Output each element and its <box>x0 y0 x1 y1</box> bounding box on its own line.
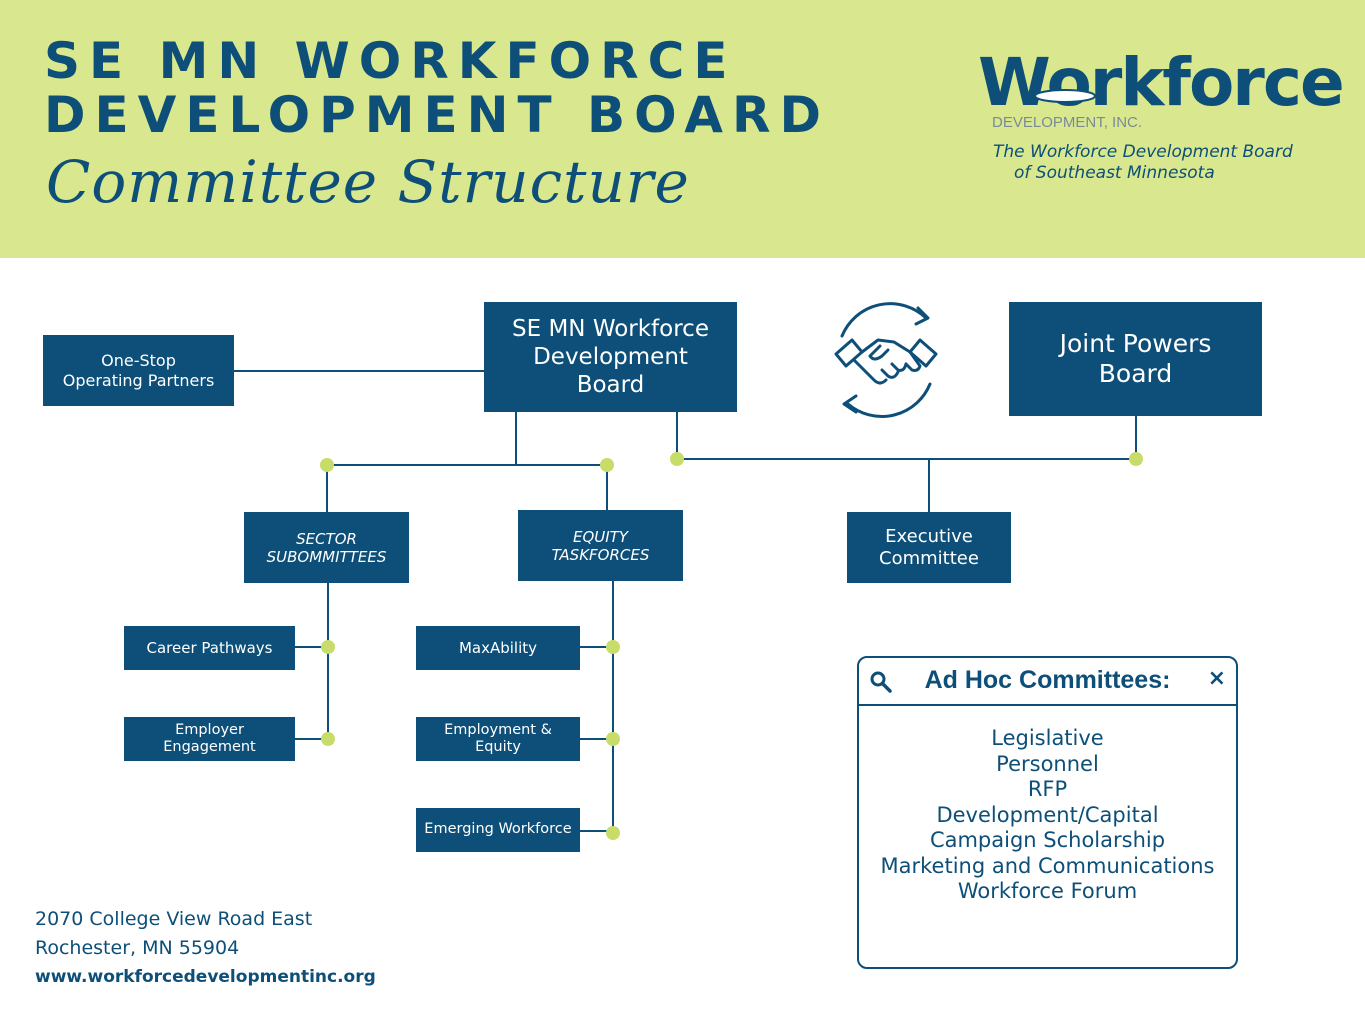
adhoc-item-development-capital: Development/Capital <box>936 802 1159 827</box>
connector-dot <box>320 458 334 472</box>
adhoc-item-personnel: Personnel <box>996 751 1099 776</box>
logo-subtitle: DEVELOPMENT, INC. <box>992 114 1143 131</box>
logo-tagline-2: of Southeast Minnesota <box>1014 163 1215 183</box>
node-employment-equity: Employment & Equity <box>416 717 580 761</box>
node-label-line: Committee <box>879 547 979 569</box>
node-label-line: SE MN Workforce <box>512 315 709 342</box>
adhoc-item-workforce-forum: Workforce Forum <box>957 879 1138 903</box>
node-label-line: SUBOMMITTEES <box>266 547 387 566</box>
adhoc-item-campaign-scholarship: Campaign Scholarship <box>929 828 1166 852</box>
logo-swoosh-icon <box>1034 89 1096 103</box>
search-icon[interactable] <box>869 670 893 694</box>
connector-dot <box>1129 452 1143 466</box>
address-line-2: Rochester, MN 55904 <box>35 937 240 959</box>
node-label-line: Executive <box>885 525 973 547</box>
node-employer-engagement: Employer Engagement <box>124 717 295 761</box>
page-title-line-1: SE MN WORKFORCE <box>44 32 737 90</box>
page-title-line-2: DEVELOPMENT BOARD <box>44 86 830 144</box>
node-label-line: EQUITY <box>572 527 628 546</box>
logo-wordmark: Workforce <box>978 44 1345 121</box>
adhoc-item-rfp: RFP <box>1027 777 1068 801</box>
header-band: SE MN WORKFORCE DEVELOPMENT BOARD Commit… <box>0 0 1365 258</box>
connector-dot <box>606 826 620 840</box>
close-icon[interactable]: × <box>1207 666 1226 691</box>
node-career-pathways: Career Pathways <box>124 626 295 670</box>
node-label-line: TASKFORCES <box>551 545 650 564</box>
connector-dot <box>606 732 620 746</box>
adhoc-committees-panel: Ad Hoc Committees: × Legislative Personn… <box>857 656 1238 969</box>
node-label-line: Joint Powers <box>1059 328 1212 358</box>
page-subtitle: Committee Structure <box>46 148 690 216</box>
handshake-icon <box>834 302 938 418</box>
connector-dot <box>321 640 335 654</box>
node-label-line: Board <box>1098 359 1173 388</box>
node-label-line: Board <box>576 372 645 399</box>
connector-dot <box>600 458 614 472</box>
logo-tagline-1: The Workforce Development Board <box>993 142 1293 162</box>
node-label-line: One-Stop <box>101 351 176 371</box>
connector-dot <box>321 732 335 746</box>
node-label-line: Development <box>533 343 688 370</box>
node-maxability: MaxAbility <box>416 626 580 670</box>
address-line-1: 2070 College View Road East <box>35 908 313 930</box>
website-link[interactable]: www.workforcedevelopmentinc.org <box>35 967 376 987</box>
adhoc-panel-title: Ad Hoc Committees: <box>924 666 1171 694</box>
adhoc-item-legislative: Legislative <box>991 726 1104 750</box>
node-label-line: Operating Partners <box>62 370 215 390</box>
node-label-line: SECTOR <box>296 529 357 548</box>
connector-dot <box>606 640 620 654</box>
adhoc-panel-header: Ad Hoc Committees: × <box>859 658 1236 706</box>
adhoc-committee-list: Legislative Personnel RFP Development/Ca… <box>859 726 1236 905</box>
node-emerging-workforce: Emerging Workforce <box>416 808 580 852</box>
adhoc-item-marketing-communications: Marketing and Communications <box>880 853 1215 878</box>
connector-dot <box>670 452 684 466</box>
